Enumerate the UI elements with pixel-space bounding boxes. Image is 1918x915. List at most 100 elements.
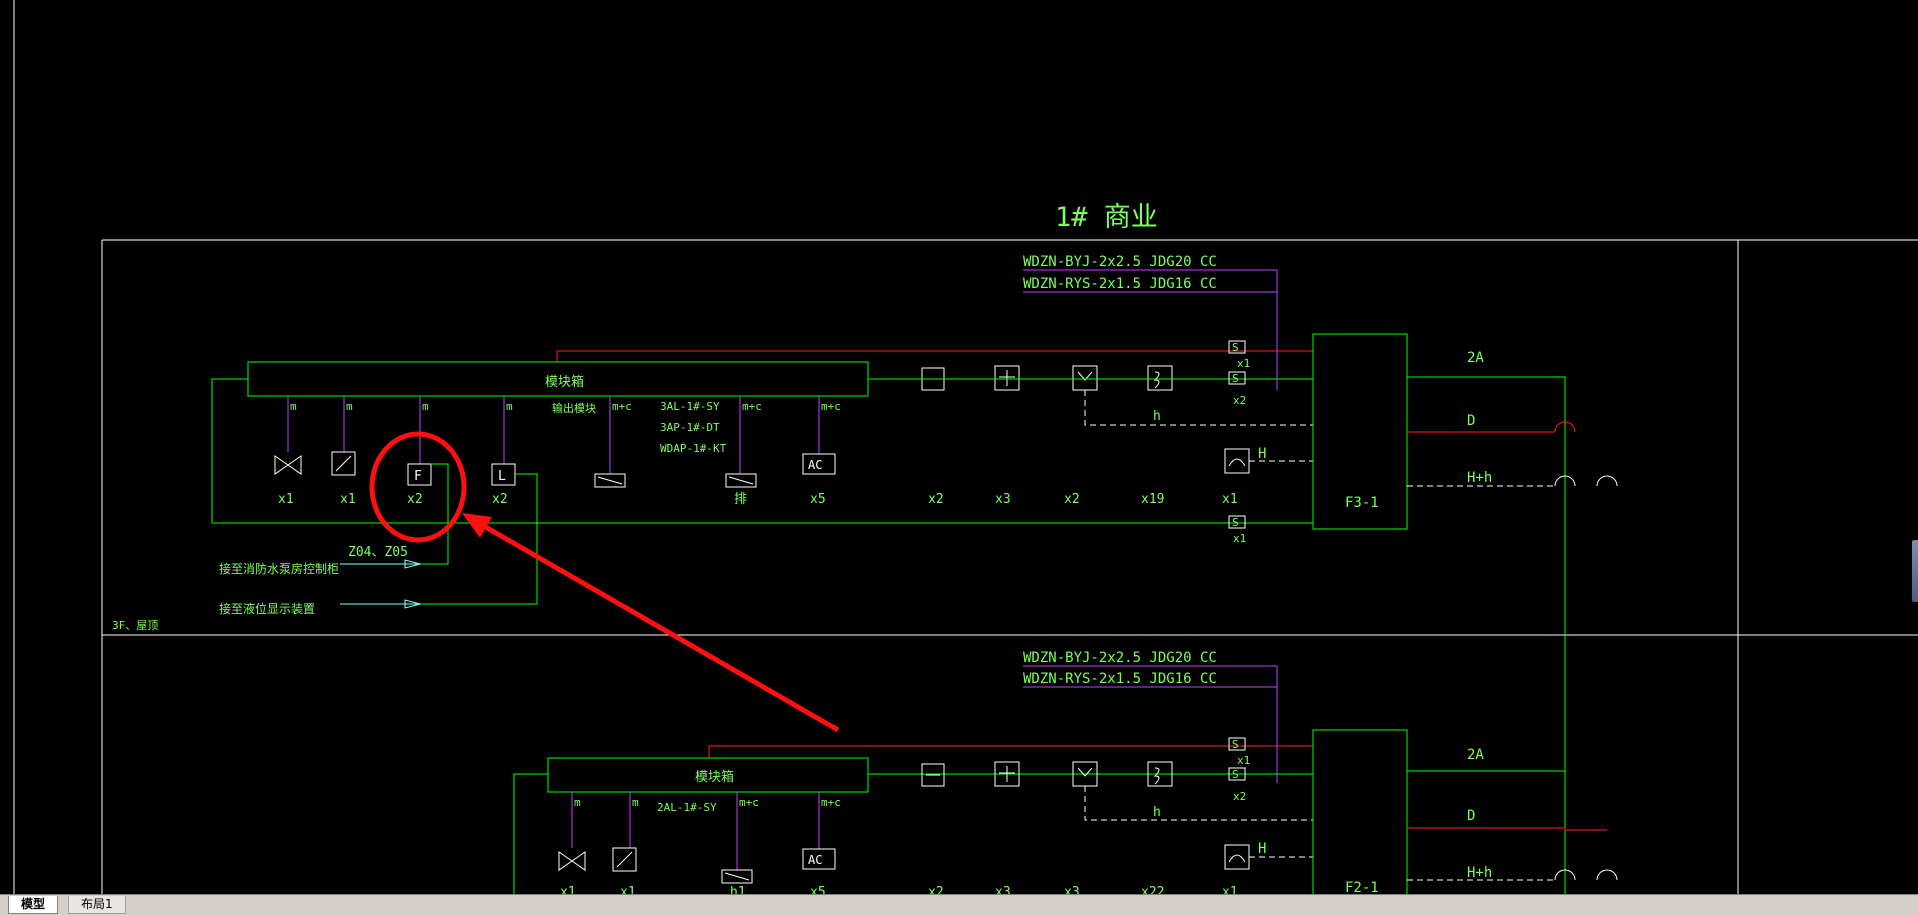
valve-icon: [558, 851, 586, 871]
lower-section: WDZN-BYJ-2x2.5 JDG20 CC WDZN-RYS-2x1.5 J…: [513, 650, 1618, 894]
telephone-icon: [1224, 448, 1250, 474]
circuit-label: 3AP-1#-DT: [660, 421, 720, 434]
isolator-letter: S: [1232, 372, 1239, 385]
isolator-letter: S: [1232, 516, 1239, 529]
m-label: m: [506, 400, 513, 413]
panel-id: F2-1: [1345, 880, 1379, 894]
output-module-label: 输出模块: [552, 401, 596, 415]
count-label: x1: [1237, 357, 1250, 370]
smoke-detector-icon: [994, 365, 1020, 391]
m-label: m: [346, 400, 353, 413]
cad-drawing-canvas[interactable]: 1# 商业 3F、屋顶 WDZN-BYJ-2x2.5 JDG20 CC WDZN…: [0, 0, 1918, 894]
isolator-icon: [1228, 737, 1246, 781]
m-label: m+c: [742, 400, 762, 413]
ac-unit-letter: AC: [808, 458, 822, 472]
telephone-icon: [1224, 844, 1250, 870]
fire-panel: [1312, 729, 1408, 894]
module-box: [547, 757, 869, 793]
m-label: m: [422, 400, 429, 413]
count-label: x3: [995, 885, 1011, 894]
count-label: 排: [734, 492, 747, 507]
table-grid: [101, 239, 1918, 894]
riser-label: H+h: [1467, 865, 1492, 881]
annotation-highlight: [369, 431, 840, 733]
line-H-label: H: [1258, 446, 1266, 462]
count-label: x2: [928, 492, 944, 507]
m-label: m: [574, 796, 581, 809]
line-H-label: H: [1258, 841, 1266, 857]
line-h-label: h: [1153, 805, 1161, 820]
isolator-icon: [1228, 340, 1246, 529]
riser-label: 2A: [1467, 350, 1484, 366]
riser-label: D: [1467, 413, 1475, 429]
count-label: x1: [620, 885, 636, 894]
count-label: h1: [730, 885, 746, 894]
tab-layout1[interactable]: 布局1: [68, 896, 126, 914]
count-label: x22: [1141, 885, 1164, 894]
count-label: x3: [1064, 885, 1080, 894]
isolator-letter: S: [1232, 768, 1239, 781]
count-label: x3: [995, 492, 1011, 507]
pressure-switch-icon: [612, 847, 637, 872]
ac-unit-icon: [802, 848, 836, 870]
note-level-display: 接至液位显示装置: [219, 601, 315, 616]
m-label: m+c: [739, 796, 759, 809]
count-label: x1: [1237, 754, 1250, 767]
count-label: x2: [492, 492, 508, 507]
floor-label: 3F、屋顶: [112, 619, 158, 632]
riser-label: D: [1467, 808, 1475, 824]
heat-detector-icon: [1072, 365, 1098, 391]
m-label: m: [290, 400, 297, 413]
manual-alarm-icon: [1147, 761, 1173, 787]
isolator-letter: S: [1232, 341, 1239, 354]
ac-unit-letter: AC: [808, 853, 822, 867]
pump-zone-label: Z04、Z05: [348, 545, 408, 560]
count-label: x2: [407, 492, 423, 507]
count-label: x2: [1064, 492, 1080, 507]
layout-tab-bar: 模型 布局1: [0, 894, 1918, 915]
m-label: m+c: [821, 796, 841, 809]
cable-label-1: WDZN-BYJ-2x2.5 JDG20 CC: [1023, 254, 1217, 270]
cable-label-2: WDZN-RYS-2x1.5 JDG16 CC: [1023, 671, 1217, 687]
count-label: x1: [560, 885, 576, 894]
pressure-switch-icon: [331, 451, 356, 476]
count-label: x5: [810, 885, 826, 894]
tab-model[interactable]: 模型: [8, 896, 59, 914]
circuit-label: 3AL-1#-SY: [660, 400, 720, 413]
isolator-letter: S: [1232, 738, 1239, 751]
drawing-title: 1# 商业: [1055, 202, 1158, 233]
line-h-label: h: [1153, 409, 1161, 424]
riser-label: H+h: [1467, 470, 1492, 486]
side-panel-handle[interactable]: [1912, 540, 1918, 602]
speaker-icon: [921, 763, 945, 787]
count-label: x1: [1222, 885, 1238, 894]
m-label: m+c: [821, 400, 841, 413]
count-label: x2: [928, 885, 944, 894]
riser-label: 2A: [1467, 747, 1484, 763]
note-pump-room: 接至消防水泵房控制柜: [219, 561, 339, 576]
level-switch-letter: L: [498, 469, 506, 484]
smoke-detector-icon: [994, 761, 1020, 787]
m-label: m: [632, 796, 639, 809]
fire-valve-icon: [594, 473, 626, 488]
valve-icon: [274, 455, 302, 475]
manual-alarm-icon: [1147, 365, 1173, 391]
flow-switch-icon: [407, 463, 432, 486]
cable-label-2: WDZN-RYS-2x1.5 JDG16 CC: [1023, 276, 1217, 292]
circuit-label: WDAP-1#-KT: [660, 442, 727, 455]
m-label: m+c: [612, 400, 632, 413]
circuit-label: 2AL-1#-SY: [657, 801, 717, 814]
count-label: x5: [810, 492, 826, 507]
fire-valve-icon: [721, 869, 753, 884]
flow-switch-letter: F: [414, 469, 422, 484]
count-label: x2: [1233, 394, 1246, 407]
count-label: x1: [1233, 532, 1246, 545]
count-label: x19: [1141, 492, 1164, 507]
module-box-label: 模块箱: [545, 374, 584, 390]
cable-label-1: WDZN-BYJ-2x2.5 JDG20 CC: [1023, 650, 1217, 666]
panel-id: F3-1: [1345, 495, 1379, 511]
count-label: x1: [278, 492, 294, 507]
upper-section: WDZN-BYJ-2x2.5 JDG20 CC WDZN-RYS-2x1.5 J…: [211, 254, 1618, 894]
count-label: x1: [1222, 492, 1238, 507]
ac-unit-icon: [802, 453, 836, 475]
